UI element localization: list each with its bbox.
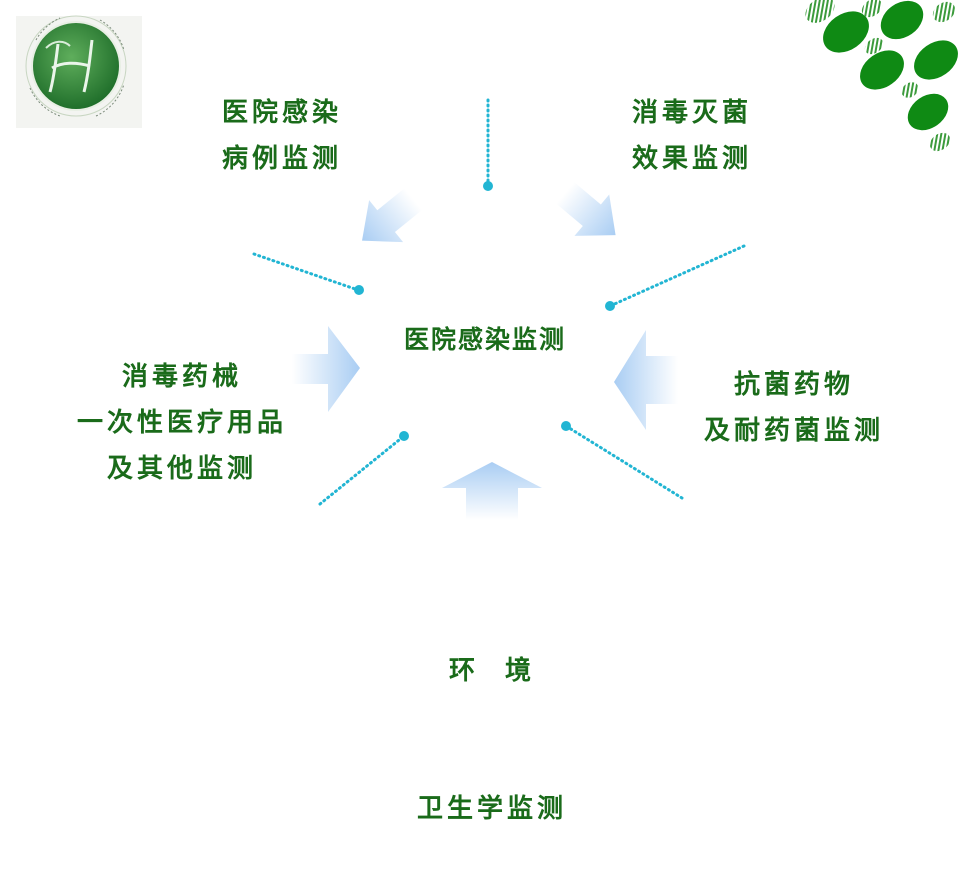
center-label: 医院感染监测 bbox=[403, 325, 566, 354]
arrow-top-left bbox=[362, 188, 423, 243]
node-instruments-supplies: 消毒药械 一次性医疗用品 及其他监测 bbox=[40, 354, 324, 492]
node-environment-hygiene: 环 境 卫生学监测 bbox=[384, 556, 600, 878]
connector-left-upper bbox=[252, 252, 360, 292]
arrow-bottom bbox=[442, 462, 542, 520]
node-instruments-line-3: 及其他监测 bbox=[106, 454, 257, 484]
node-case-line-2: 病例监测 bbox=[222, 144, 343, 174]
node-environment-line-1: 环 境 bbox=[448, 656, 536, 686]
dotted-connectors bbox=[252, 98, 746, 506]
node-disinfection-line-2: 效果监测 bbox=[632, 144, 753, 174]
node-drugs-line-2: 及耐药菌监测 bbox=[703, 416, 884, 446]
node-instruments-line-1: 消毒药械 bbox=[121, 362, 242, 392]
connector-left-upper-dot bbox=[354, 285, 364, 295]
node-drugs-line-1: 抗菌药物 bbox=[733, 370, 854, 400]
node-disinfection-line-1: 消毒灭菌 bbox=[632, 98, 753, 128]
node-instruments-line-2: 一次性医疗用品 bbox=[76, 408, 287, 438]
connector-right-lower bbox=[564, 424, 684, 500]
connector-left-lower bbox=[318, 434, 406, 506]
arrow-top-right bbox=[556, 181, 616, 236]
connector-left-lower-dot bbox=[399, 431, 409, 441]
diagram-canvas bbox=[16, 0, 958, 520]
node-disinfection-effect: 消毒灭菌 效果监测 bbox=[632, 90, 752, 182]
connector-right-lower-dot bbox=[561, 421, 571, 431]
node-antimicrobial-drugs: 抗菌药物 及耐药菌监测 bbox=[676, 362, 912, 454]
arrow-left bbox=[292, 326, 360, 412]
green-circles-decoration-icon bbox=[805, 0, 958, 152]
arrow-right bbox=[614, 330, 678, 430]
node-environment-line-2: 卫生学监测 bbox=[416, 794, 567, 824]
connector-right-upper-dot bbox=[605, 301, 615, 311]
connector-right-upper bbox=[608, 244, 746, 308]
node-case-surveillance: 医院感染 病例监测 bbox=[222, 90, 342, 182]
hospital-logo-icon bbox=[16, 15, 142, 128]
node-case-line-1: 医院感染 bbox=[222, 98, 343, 128]
connector-top-dot bbox=[483, 181, 493, 191]
